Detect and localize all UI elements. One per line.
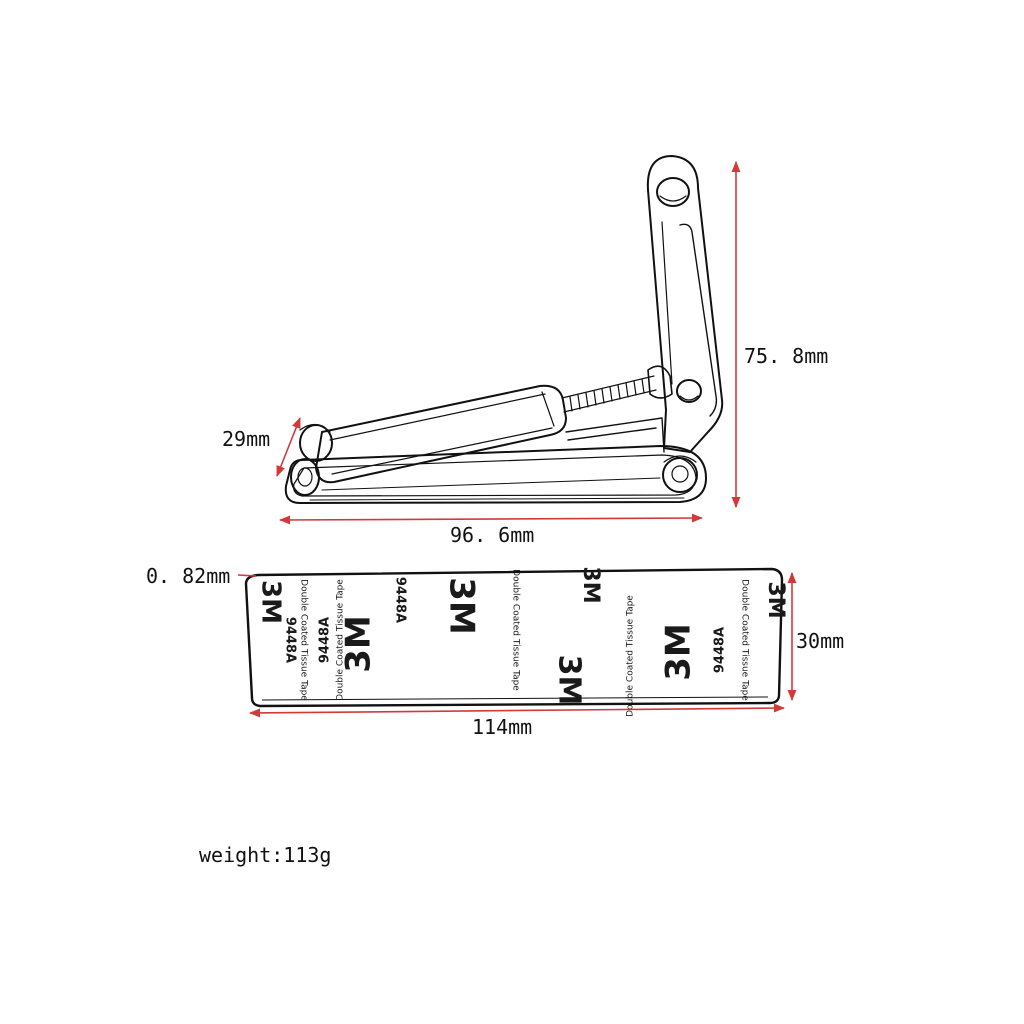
tape-brand-6: 3M bbox=[659, 623, 699, 681]
rear-hinge bbox=[662, 455, 698, 493]
tape-brand-4: 3M bbox=[552, 655, 587, 706]
inner-brace bbox=[565, 417, 665, 453]
support-arm bbox=[315, 384, 567, 484]
tape-subtitle-5: Double Coated Tissue Tape bbox=[740, 579, 750, 701]
tape-thickness-dimension-line bbox=[237, 574, 257, 577]
tape-brand-1: 3M bbox=[256, 580, 286, 624]
tape-subtitle-1: Double Coated Tissue Tape bbox=[299, 579, 309, 701]
tape-brand-7: 3M bbox=[763, 581, 788, 618]
adhesive-tape-illustration: 3M 9448A Double Coated Tissue Tape Doubl… bbox=[244, 566, 789, 717]
tape-length-dimension-line bbox=[248, 703, 786, 718]
weight-label: weight:113g bbox=[199, 843, 332, 867]
tape-subtitle-2: Double Coated Tissue Tape bbox=[336, 579, 346, 701]
tape-print: 3M 9448A Double Coated Tissue Tape Doubl… bbox=[256, 566, 789, 716]
tape-subtitle-3: Double Coated Tissue Tape bbox=[511, 569, 521, 691]
phone-stand-illustration bbox=[284, 155, 724, 504]
tape-length-label: 114mm bbox=[472, 715, 532, 739]
tape-width-label: 30mm bbox=[796, 629, 844, 653]
adjustment-screw bbox=[561, 365, 673, 413]
tape-brand-2: 3M bbox=[339, 615, 379, 673]
stand-depth-label: 29mm bbox=[222, 427, 270, 451]
tape-brand-3: 3M bbox=[442, 577, 482, 635]
tape-brand-5: 3M bbox=[578, 566, 603, 603]
tape-subtitle-4: Double Coated Tissue Tape bbox=[626, 595, 636, 717]
tape-model-4: 9448A bbox=[713, 627, 728, 673]
tape-model-1: 9448A bbox=[283, 617, 298, 663]
dimension-lines bbox=[237, 160, 797, 718]
tape-thickness-label: 0. 82mm bbox=[146, 564, 230, 588]
tape-outline bbox=[244, 567, 784, 708]
stand-depth-dimension-line bbox=[276, 416, 301, 478]
tape-model-2: 9448A bbox=[318, 617, 333, 663]
upright-panel bbox=[646, 155, 724, 453]
stand-length-dimension-line bbox=[278, 513, 704, 525]
tape-model-3: 9448A bbox=[393, 577, 408, 623]
stand-height-label: 75. 8mm bbox=[744, 344, 828, 368]
stand-length-label: 96. 6mm bbox=[450, 523, 534, 547]
stand-base bbox=[284, 445, 707, 504]
dimension-labels: 75. 8mm 29mm 96. 6mm 0. 82mm 30mm 114mm bbox=[146, 344, 844, 739]
